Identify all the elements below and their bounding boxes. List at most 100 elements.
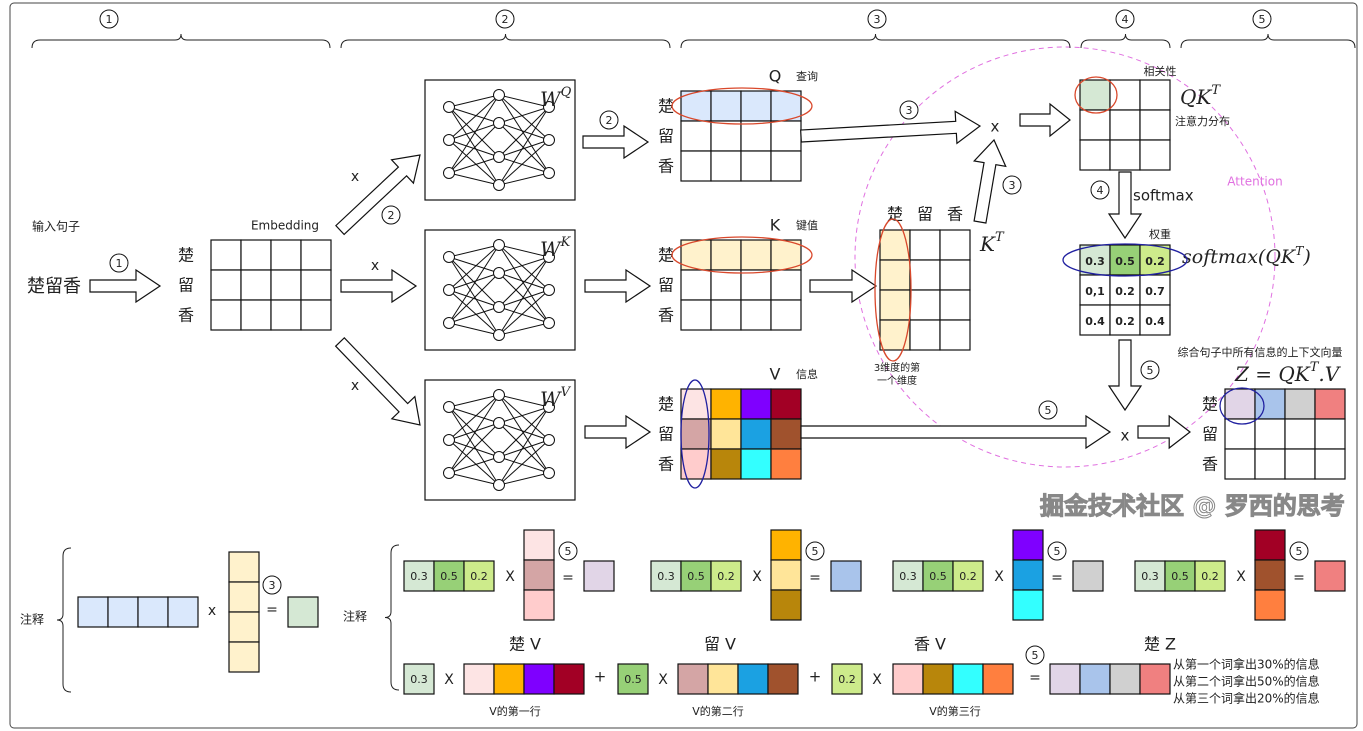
z-matrix-cell	[1314, 418, 1346, 450]
weight-value: 0.5	[1171, 570, 1189, 583]
weight-value: 0.3	[657, 570, 675, 583]
z-matrix-cell	[1314, 448, 1346, 480]
net-edge	[448, 94, 500, 108]
note-q-row	[77, 596, 199, 628]
equals-sign: =	[266, 602, 278, 618]
multiply-sign: x	[1121, 427, 1130, 445]
row-title: 楚 V	[509, 635, 541, 654]
net-edge	[498, 256, 550, 336]
net-edge	[498, 139, 550, 158]
v-matrix-cell	[710, 388, 742, 420]
outer-frame	[9, 2, 1358, 729]
net-edge	[498, 94, 550, 174]
v-column-cell	[523, 589, 555, 621]
net-edge	[498, 256, 550, 274]
row-title: 香 V	[914, 635, 946, 654]
net-node	[443, 101, 455, 113]
notes-label: 注释	[343, 609, 367, 624]
net-node	[543, 134, 555, 146]
step-brace-1	[31, 33, 331, 49]
qk-matrix-cell	[1109, 139, 1141, 171]
weight-value: 0.2	[838, 673, 856, 686]
weight-label: WQ	[540, 85, 572, 111]
k-matrix-cell	[770, 239, 802, 271]
k-matrix-cell	[770, 269, 802, 301]
v-row	[892, 663, 1014, 695]
weight-label-part: W	[540, 387, 562, 411]
note-k-column	[228, 551, 260, 673]
arrow-v-to-multiply	[800, 414, 1112, 450]
k-token: 楚	[658, 246, 674, 265]
weight-value: 0.5	[929, 570, 947, 583]
qk-matrix-cell	[1139, 139, 1171, 171]
z-row	[1049, 663, 1171, 695]
v-row-cell	[892, 663, 924, 695]
step-marker-4-circle	[1115, 9, 1135, 29]
equals-sign: =	[1051, 570, 1063, 586]
net-node	[543, 317, 555, 329]
embedding-token: 留	[178, 276, 194, 295]
plus-sign: +	[809, 668, 822, 686]
net-edge	[498, 256, 550, 308]
weights-row-cell	[922, 560, 954, 592]
net-node	[543, 434, 555, 446]
v-column-cell	[1012, 589, 1044, 621]
k-matrix-cell	[770, 299, 802, 331]
net-node	[493, 239, 505, 251]
net-node	[443, 401, 455, 413]
weight-value: 0.2	[470, 570, 488, 583]
equals-sign: =	[1029, 670, 1041, 686]
v-column-cell	[1012, 559, 1044, 591]
net-edge	[448, 106, 500, 124]
net-edge	[498, 106, 550, 186]
arrow-to-v	[584, 414, 652, 450]
weights-row-cell	[1164, 560, 1196, 592]
note-k-column-cell	[228, 581, 260, 613]
embedding-matrix-cell	[270, 269, 302, 301]
net-edge	[448, 272, 500, 324]
note-brace-1	[56, 547, 72, 693]
kt-matrix-cell	[909, 229, 941, 261]
weights-matrix-cell	[1139, 244, 1171, 276]
net-edge	[498, 394, 550, 441]
net-node	[443, 134, 455, 146]
note-result-cell-cell	[287, 596, 319, 628]
step-5-label-circle	[1038, 400, 1058, 420]
v-token: 楚	[658, 395, 674, 414]
kt-matrix-cell	[909, 259, 941, 291]
net-edge	[448, 106, 500, 186]
weight-label: WV	[540, 385, 572, 411]
v-column	[523, 529, 555, 621]
v-column-cell	[1254, 559, 1286, 591]
net-node	[443, 284, 455, 296]
note-q-row-cell	[137, 596, 169, 628]
q-desc: 查询	[796, 69, 818, 83]
multiply-sign: X	[444, 672, 454, 688]
v-row-cell	[493, 663, 525, 695]
weight-value: 0.7	[1145, 285, 1165, 298]
input-sentence: 楚留香	[27, 276, 81, 297]
step-marker-1-circle	[99, 9, 119, 29]
step-5-label-circle	[805, 541, 825, 561]
step-marker-5-circle	[1252, 9, 1272, 29]
v-column-highlight	[680, 379, 710, 489]
z-matrix-cell	[1284, 448, 1316, 480]
embedding-matrix-cell	[210, 269, 242, 301]
kt-matrix-cell	[879, 229, 911, 261]
step-1-label-circle	[109, 253, 129, 273]
step-4-label-circle	[1090, 180, 1110, 200]
z-formula: Z = QKT.V	[1234, 360, 1342, 386]
v-row-cell	[952, 663, 984, 695]
kt-matrix-cell	[879, 259, 911, 291]
note-k-column-cell	[228, 611, 260, 643]
weight-value: 0.3	[1141, 570, 1159, 583]
multiply-sign: x	[208, 603, 216, 619]
embedding-matrix-cell	[300, 239, 332, 271]
qk-formula: QKT	[1180, 83, 1221, 109]
v-token: 香	[658, 455, 674, 474]
net-edge	[448, 94, 500, 141]
kt-matrix-cell	[909, 319, 941, 351]
weights-row	[650, 560, 742, 592]
